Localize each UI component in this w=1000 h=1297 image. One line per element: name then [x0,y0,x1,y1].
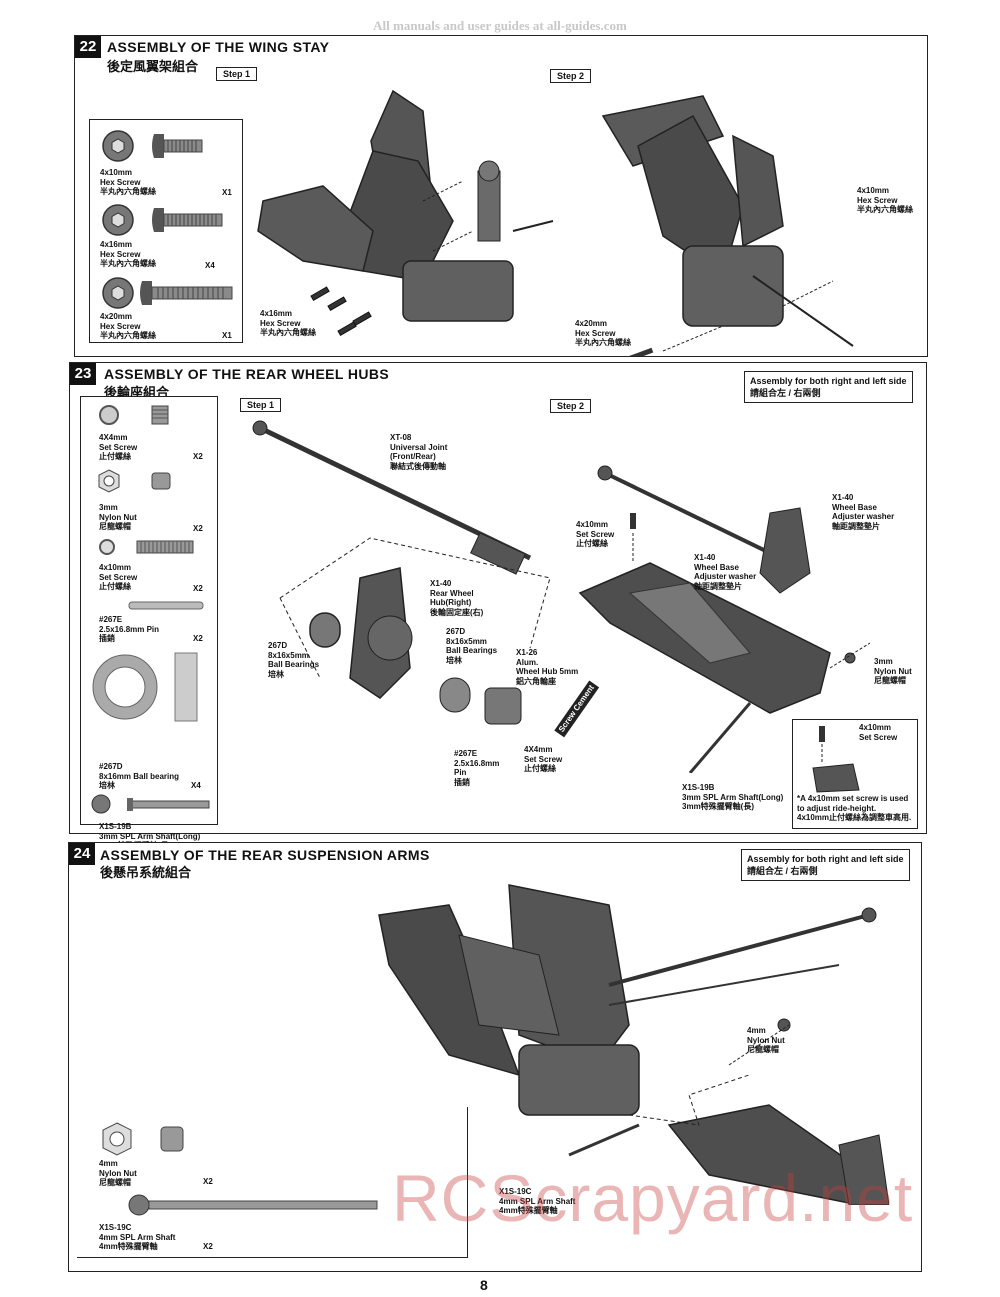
section-title: ASSEMBLY OF THE REAR WHEEL HUBS [104,366,390,382]
section-subtitle: 後懸吊系統組合 [100,865,192,880]
hex-screw-4x16-icon [152,208,223,232]
part-label: 4x10mm Set Screw 止付螺絲 [99,563,138,591]
part-qty: X2 [193,524,203,533]
arm-shaft-icon [91,794,210,814]
callout-label: 4x16mm Hex Screw 半丸內六角螺絲 [260,309,316,337]
callout-label: XT-08 Universal Joint (Front/Rear) 聯結式後傳… [390,433,448,471]
part-label: 4x16mm Hex Screw 半丸內六角螺絲 [100,240,156,268]
callout-label: 4x10mm Set Screw 止付螺絲 [576,520,615,548]
section-number: 23 [70,363,96,385]
callout-label: 267D 8x16x5mm Ball Bearings 培林 [446,627,498,665]
hex-screw-4x10-icon [152,134,203,158]
part-qty: X1 [222,331,232,340]
callout-label: X1-40 Wheel Base Adjuster washer 軸距調整墊片 [694,553,757,591]
wing-stay-step1-illustration [257,89,554,337]
ride-height-inset: 4x10mm Set Screw *A 4x10mm set screw is … [792,719,918,829]
section-number: 24 [69,843,95,865]
callout-label: 4X4mm Set Screw 止付螺絲 [524,745,563,773]
callout-label: X1-40 Rear Wheel Hub(Right) 後輪固定座(右) [430,579,484,617]
assembly-note: Assembly for both right and left side 請組… [744,371,913,403]
source-header: All manuals and user guides at all-guide… [373,18,627,33]
step-1-label: Step 1 [216,67,258,81]
part-label: 4x10mm Hex Screw 半丸內六角螺絲 [100,168,156,196]
callout-label: 4x20mm Hex Screw 半丸內六角螺絲 [575,319,631,347]
section-title: ASSEMBLY OF THE REAR SUSPENSION ARMS [100,847,430,863]
step-2-label: Step 2 [550,69,592,83]
section-number: 22 [75,36,101,58]
part-label: 3mm Nylon Nut 尼龍螺帽 [99,503,137,531]
callout-label: X1-40 Wheel Base Adjuster washer 軸距調整墊片 [832,493,895,531]
part-qty: X2 [203,1177,213,1186]
part-label: #267E 2.5x16.8mm Pin 插銷 [99,615,160,643]
ball-bearing-icon [92,652,198,722]
pin-icon [128,601,204,610]
section-24: 24 ASSEMBLY OF THE REAR SUSPENSION ARMS … [68,842,922,1272]
callout-label: 4mm Nylon Nut 尼龍螺帽 [747,1026,785,1054]
rear-hub-step2-illustration [578,465,870,773]
hex-screw-4x20-icon [140,281,233,305]
section-subtitle: 後定風翼架組合 [107,59,199,74]
ride-height-screw-icon [812,726,860,793]
part-qty: X4 [191,781,201,790]
part-label: 4mm Nylon Nut 尼龍螺帽 [99,1159,137,1187]
section-22: 22 ASSEMBLY OF THE WING STAY 後定風翼架組合 Ste… [74,35,928,357]
callout-label: 4x10mm Set Screw [859,723,898,742]
part-label: X1S-19C 4mm SPL Arm Shaft 4mm特殊擺臂軸 [99,1223,176,1251]
nylon-nut-icon [98,469,171,493]
step-2-label: Step 2 [550,399,592,413]
callout-label: X1-26 Alum. Wheel Hub 5mm 鋁六角輪座 [516,648,579,686]
callout-label: 267D 8x16x5mm Ball Bearings 培林 [268,641,320,679]
rear-hub-step1-illustration [252,420,551,725]
assembly-note: Assembly for both right and left side 請組… [741,849,910,881]
hex-screw-head-icon [102,130,134,162]
nylon-nut-4mm-icon [102,1122,184,1156]
callout-label: X1S-19B 3mm SPL Arm Shaft(Long) 3mm特殊擺臂軸… [682,783,784,811]
callout-label: X1S-19C 4mm SPL Arm Shaft 4mm特殊擺臂軸 [499,1187,576,1215]
callout-label: 4x10mm Hex Screw 半丸內六角螺絲 [857,186,913,214]
part-qty: X2 [193,584,203,593]
inset-note: *A 4x10mm set screw is used to adjust ri… [797,794,912,822]
part-qty: X4 [205,261,215,270]
hex-screw-head-icon [102,277,134,309]
set-screw-icon [99,405,169,425]
callout-label: 3mm Nylon Nut 尼龍螺帽 [874,657,912,685]
part-qty: X2 [203,1242,213,1251]
part-qty: X2 [193,634,203,643]
section-23: 23 ASSEMBLY OF THE REAR WHEEL HUBS 後輪座組合… [69,362,927,850]
callout-label: #267E 2.5x16.8mm Pin 插銷 [454,749,500,787]
rear-suspension-illustration [378,884,889,1205]
parts-list: 4mm Nylon Nut 尼龍螺帽 X2 X1S-19C 4mm SPL Ar… [77,1107,468,1258]
step-1-label: Step 1 [240,398,282,412]
hex-screw-head-icon [102,204,134,236]
watermark: RCScrapyard.net [392,1161,914,1235]
parts-list: 4X4mm Set Screw 止付螺絲 X2 3mm Nylon Nut 尼龍… [80,396,219,850]
wing-stay-step2-illustration [601,95,854,356]
part-label: #267D 8x16mm Ball bearing 培林 [99,762,180,790]
parts-list: 4x10mm Hex Screw 半丸內六角螺絲 X1 4x16mm Hex S… [89,119,243,343]
part-qty: X2 [193,452,203,461]
page-number: 8 [480,1277,488,1293]
set-screw-long-icon [99,539,194,555]
part-label: 4X4mm Set Screw 止付螺絲 [99,433,138,461]
arm-shaft-4mm-icon [128,1194,378,1216]
part-qty: X1 [222,188,232,197]
part-label: 4x20mm Hex Screw 半丸內六角螺絲 [100,312,156,340]
section-title: ASSEMBLY OF THE WING STAY [107,39,330,55]
